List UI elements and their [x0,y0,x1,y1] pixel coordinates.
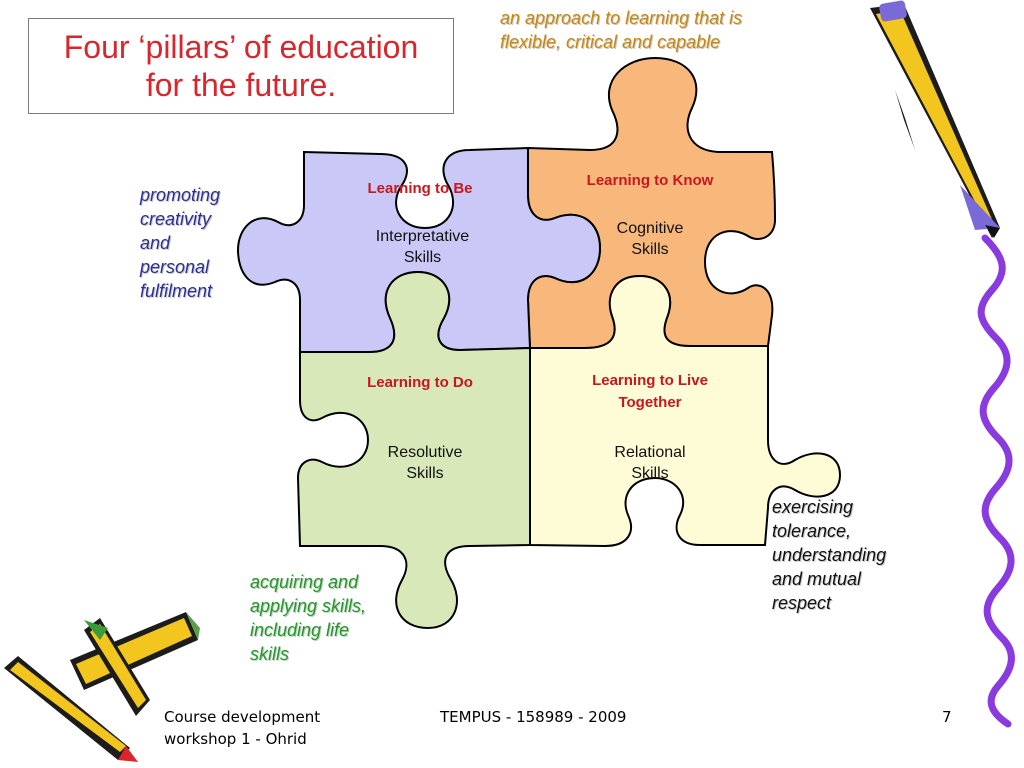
puzzle-piece-do [296,270,531,630]
page-number: 7 [942,708,952,726]
piece-heading-be: Learning to Be [367,180,473,197]
title-box: Four ‘pillars’ of education for the futu… [28,18,454,114]
piece-heading-know: Learning to Know [586,172,714,189]
footer-center: TEMPUS - 158989 - 2009 [440,708,627,726]
piece-heading-live: Learning to Live Together [592,372,708,411]
piece-skill-be: Interpretative Skills [375,228,470,266]
piece-skill-do: Resolutive Skills [387,444,463,482]
annotation-know: an approach to learning that is flexible… [500,8,743,52]
puzzle-piece-be [236,146,602,353]
piece-heading-do: Learning to Do [367,374,473,391]
annotation-do: acquiring and applying skills, including… [250,572,367,664]
puzzle-piece-live [529,274,842,548]
pencil-icon [870,0,1000,238]
crayon-icon [4,612,200,762]
piece-skill-live: Relational Skills [614,444,686,482]
footer-left: Course development workshop 1 - Ohrid [164,708,321,748]
annotation-be: promoting creativity and personal fulfil… [140,185,221,301]
piece-skill-know: Cognitive Skills [616,220,684,258]
slide-title: Four ‘pillars’ of education for the futu… [63,29,419,103]
decorative-squiggle [977,234,1015,728]
annotation-live: exercising tolerance, understanding and … [772,497,887,613]
